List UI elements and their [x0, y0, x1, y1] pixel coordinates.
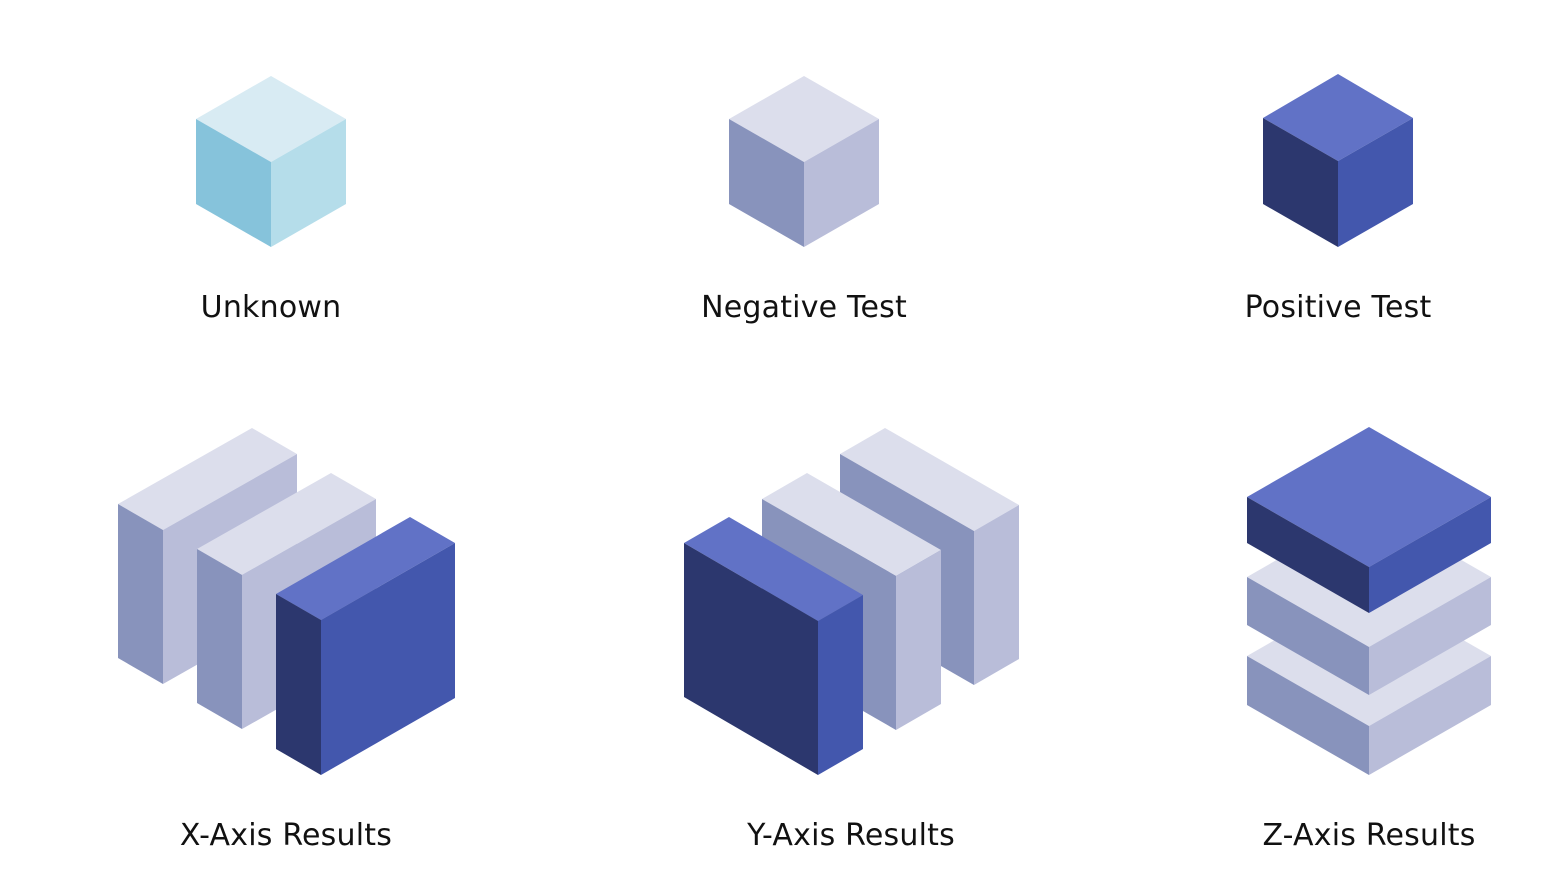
y-slab-front-positive: [684, 517, 863, 775]
cube-right-face: [804, 119, 879, 247]
positive-test-label: Positive Test: [1244, 290, 1432, 325]
x-slab-front-positive: [276, 517, 455, 775]
z-axis-results-label: Z-Axis Results: [1262, 818, 1476, 853]
x-axis-results-label: X-Axis Results: [179, 818, 393, 853]
cube-left-face: [196, 119, 271, 247]
z-axis-results-icon: [1247, 427, 1491, 775]
y-axis-results-icon: [684, 428, 1019, 775]
x-axis-results-icon: [118, 428, 455, 775]
cube-right-face: [271, 119, 346, 247]
unknown-cube-icon: [196, 76, 346, 247]
cube-right-face: [1338, 118, 1413, 247]
negative-test-cube-icon: [729, 76, 879, 247]
cube-left-face: [1263, 118, 1338, 247]
cube-left-face: [729, 119, 804, 247]
cube-top-face: [1263, 74, 1413, 161]
unknown-label: Unknown: [200, 290, 342, 325]
negative-test-label: Negative Test: [701, 290, 907, 325]
z-slab-top-positive: [1247, 427, 1491, 613]
positive-test-cube-icon: [1263, 74, 1413, 247]
y-axis-results-label: Y-Axis Results: [747, 818, 955, 853]
